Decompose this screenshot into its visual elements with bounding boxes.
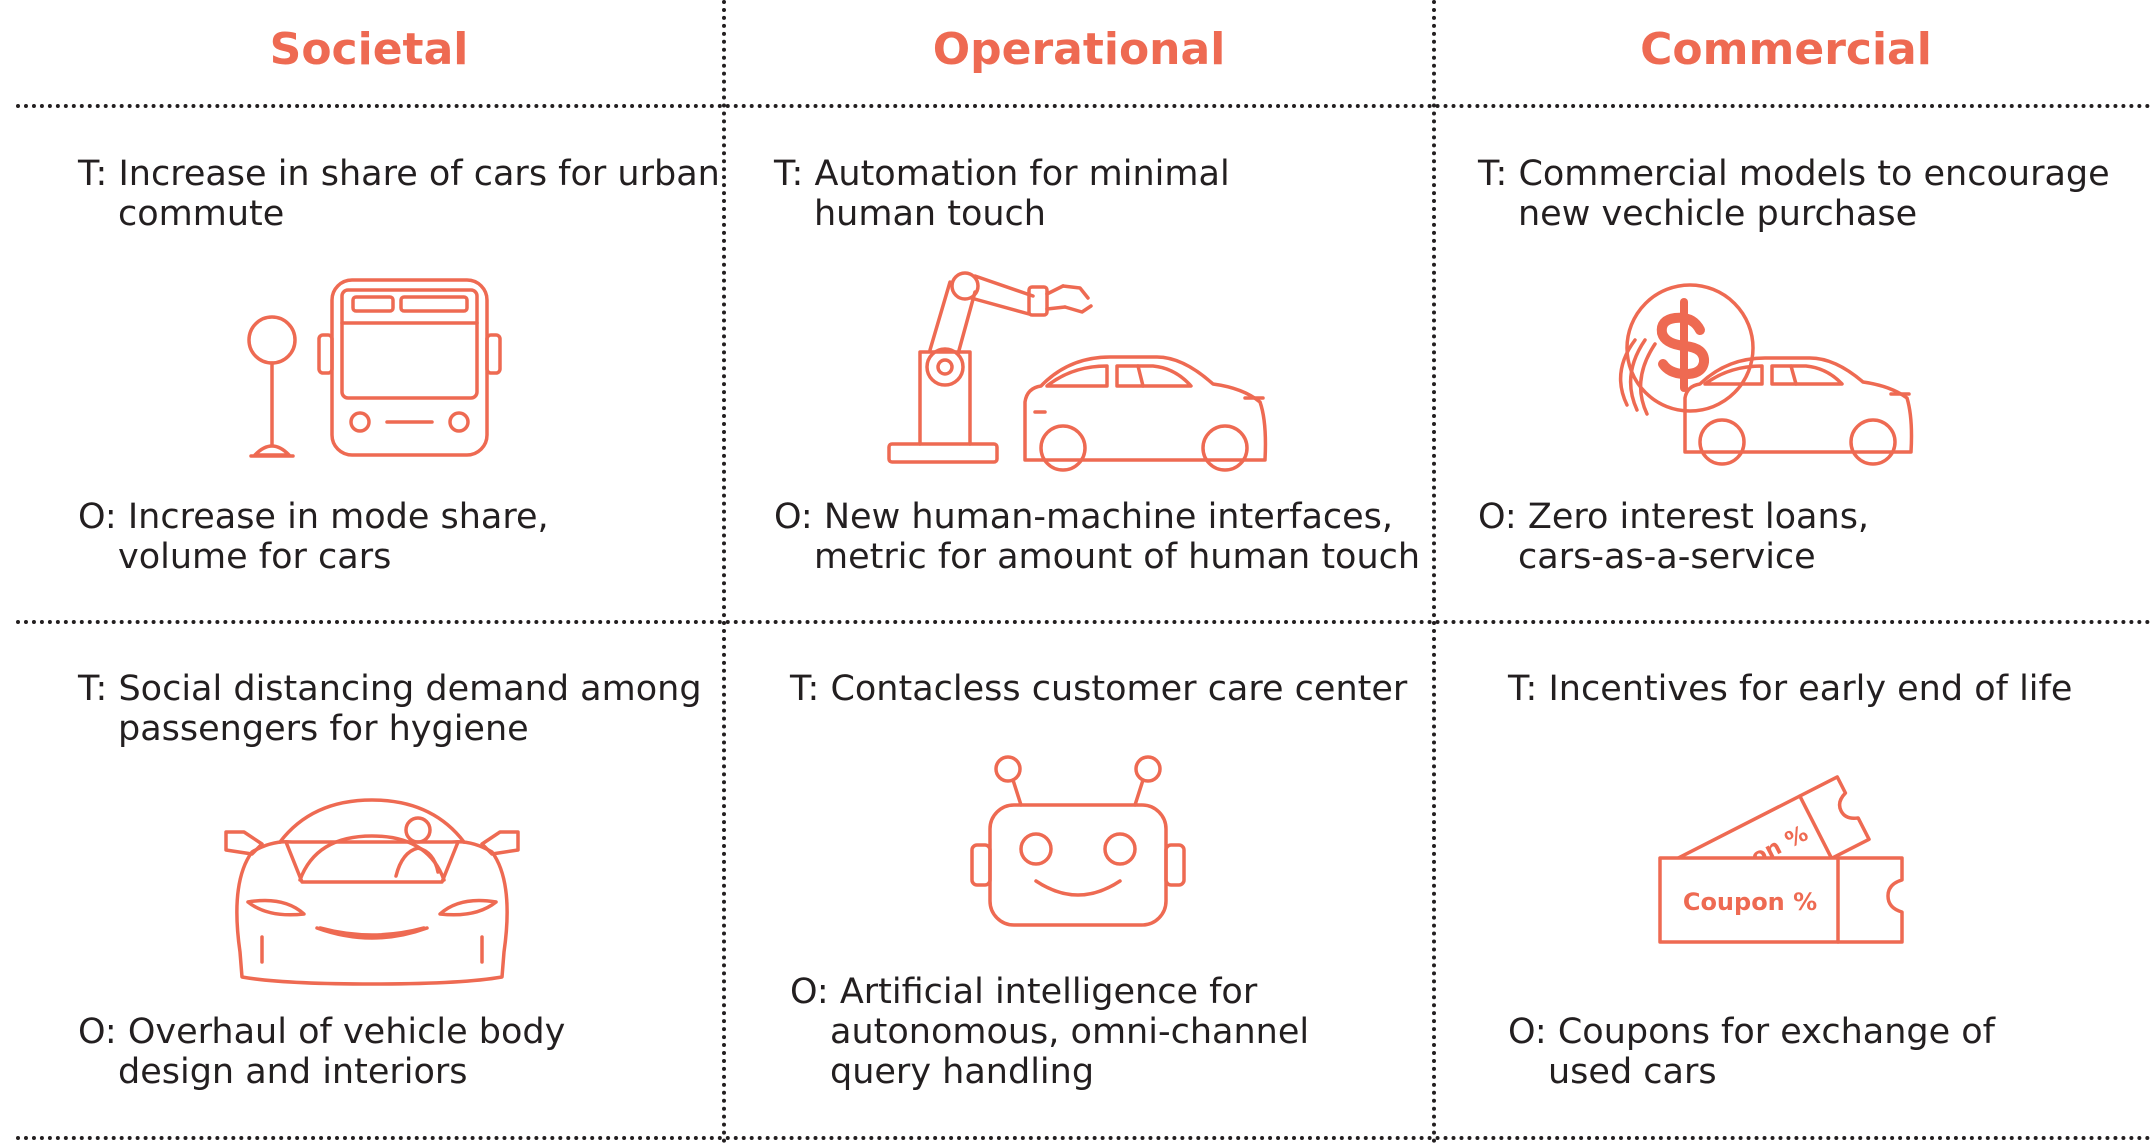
trend-line: new vechicle purchase — [1518, 194, 1918, 234]
outcome-line: O: Increase in mode share, — [78, 497, 549, 537]
robotic-arm-car-icon — [885, 262, 1275, 472]
outcome-line: O: Zero interest loans, — [1478, 497, 1870, 537]
trend-text: T: Incentives for early end of life — [1508, 669, 2072, 709]
trend-line: T: Increase in share of cars for urban — [78, 154, 720, 194]
trend-text: T: Commercial models to encourage new ve… — [1478, 154, 2110, 234]
trend-line: commute — [118, 194, 285, 234]
trend-line: T: Automation for minimal — [774, 154, 1230, 194]
trend-line: T: Incentives for early end of life — [1508, 669, 2073, 709]
column-header-commercial: Commercial — [1640, 24, 1932, 75]
outcome-line: O: New human-machine interfaces, — [774, 497, 1394, 537]
outcome-line: query handling — [830, 1052, 1095, 1092]
trend-text: T: Increase in share of cars for urban c… — [78, 154, 720, 234]
coupon-tickets-icon: Coupon % Coupon % — [1630, 740, 1915, 950]
outcome-text: O: Zero interest loans, cars-as-a-servic… — [1478, 497, 1869, 577]
outcome-line: design and interiors — [118, 1052, 468, 1092]
column-header-societal: Societal — [269, 24, 469, 75]
trend-text: T: Social distancing demand among passen… — [78, 669, 702, 749]
dollar-coins-car-icon — [1605, 280, 1950, 470]
trend-text: T: Automation for minimal human touch — [774, 154, 1230, 234]
bus-stop-icon — [245, 275, 505, 465]
grid-divider-right — [1432, 0, 1436, 1144]
grid-divider-top — [16, 104, 2152, 108]
outcome-text: O: New human-machine interfaces, metric … — [774, 497, 1420, 577]
outcome-text: O: Increase in mode share, volume for ca… — [78, 497, 549, 577]
outcome-line: O: Artificial intelligence for — [790, 972, 1258, 1012]
outcome-line: O: Overhaul of vehicle body — [78, 1012, 566, 1052]
outcome-line: used cars — [1548, 1052, 1717, 1092]
sports-car-front-icon — [222, 792, 522, 984]
outcome-text: O: Coupons for exchange of used cars — [1508, 1012, 1995, 1092]
outcome-text: O: Overhaul of vehicle body design and i… — [78, 1012, 565, 1092]
trend-line: passengers for hygiene — [118, 709, 529, 749]
outcome-line: metric for amount of human touch — [814, 537, 1421, 577]
coupon-front-label: Coupon % — [1683, 888, 1817, 916]
trend-line: T: Commercial models to encourage — [1478, 154, 2110, 194]
outcome-line: volume for cars — [118, 537, 392, 577]
outcome-line: O: Coupons for exchange of — [1508, 1012, 1995, 1052]
robot-face-icon — [968, 753, 1188, 933]
trend-line: T: Contacless customer care center — [790, 669, 1408, 709]
grid-divider-bottom — [16, 1136, 2152, 1140]
outcome-line: autonomous, omni-channel — [830, 1012, 1310, 1052]
trend-line: T: Social distancing demand among — [78, 669, 702, 709]
outcome-line: cars-as-a-service — [1518, 537, 1816, 577]
grid-divider-left — [722, 0, 726, 1144]
column-header-operational: Operational — [932, 24, 1226, 75]
trend-text: T: Contacless customer care center — [790, 669, 1407, 709]
grid-divider-middle — [16, 620, 2152, 624]
outcome-text: O: Artificial intelligence for autonomou… — [790, 972, 1309, 1092]
trend-line: human touch — [814, 194, 1046, 234]
